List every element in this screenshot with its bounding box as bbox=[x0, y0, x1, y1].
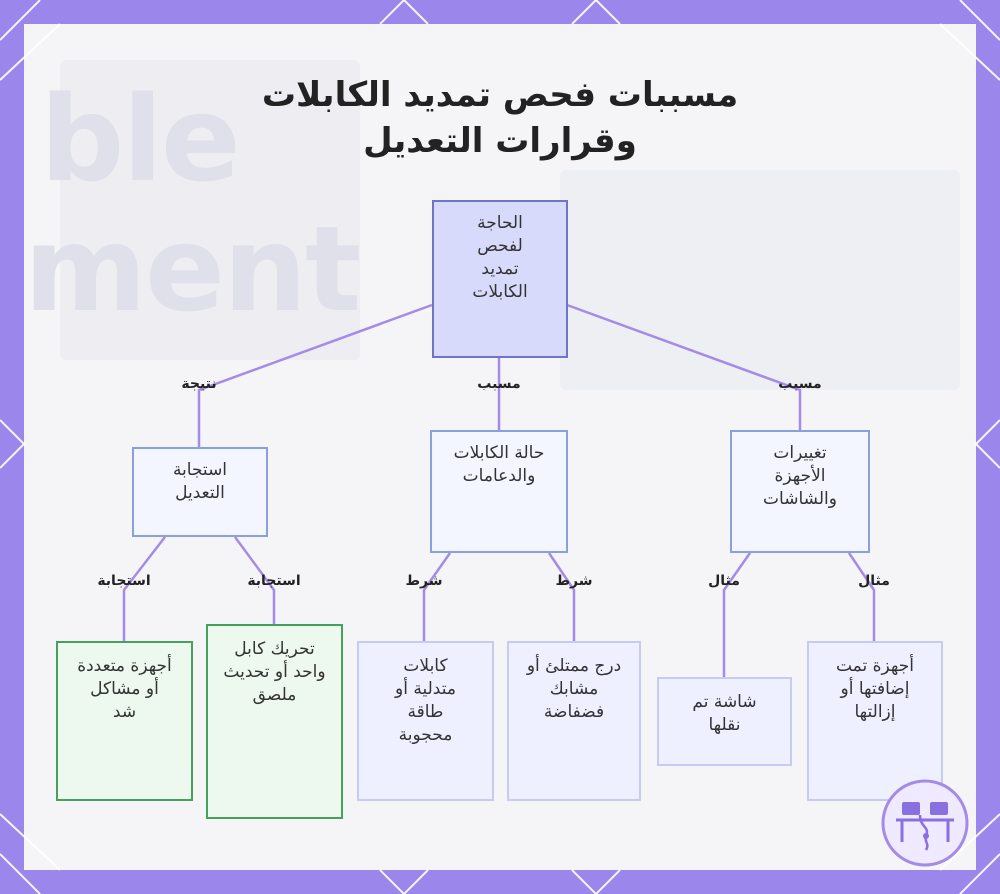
node-changes-label: تغييرات الأجهزة والشاشات bbox=[752, 442, 848, 511]
node-multi-devices-label: أجهزة متعددة أو مشاكل شد bbox=[76, 655, 173, 724]
edge-label-example: مثال bbox=[858, 573, 890, 589]
node-dangling-label: كابلات متدلية أو طاقة محجوبة bbox=[381, 655, 470, 747]
connector-root-changes bbox=[567, 305, 800, 430]
node-move-cable-label: تحريك كابل واحد أو تحديث ملصق bbox=[222, 638, 327, 707]
node-multiple-devices: أجهزة متعددة أو مشاكل شد bbox=[56, 641, 193, 801]
connector-condition-dangling bbox=[424, 553, 450, 641]
edge-label-cause: مسبب bbox=[778, 376, 821, 392]
node-screen-moved: شاشة تم نقلها bbox=[657, 677, 792, 766]
edge-label-response: استجابة bbox=[97, 573, 150, 589]
node-condition-label: حالة الكابلات والدعامات bbox=[452, 442, 546, 488]
node-devices-added-label: أجهزة تمت إضافتها أو إزالتها bbox=[827, 655, 923, 724]
connector-condition-drawer bbox=[549, 553, 574, 641]
connector-response-multi bbox=[124, 537, 165, 641]
node-devices-added: أجهزة تمت إضافتها أو إزالتها bbox=[807, 641, 943, 801]
node-root-need-cable-check: الحاجة لفحص تمديد الكابلات bbox=[432, 200, 568, 358]
edge-label-result: نتيجة bbox=[181, 376, 216, 392]
node-root-label: الحاجة لفحص تمديد الكابلات bbox=[456, 212, 544, 304]
node-move-single-cable: تحريك كابل واحد أو تحديث ملصق bbox=[206, 624, 343, 819]
connector-changes-devices bbox=[849, 553, 874, 641]
node-response-label: استجابة التعديل bbox=[152, 459, 248, 505]
node-dangling-cables: كابلات متدلية أو طاقة محجوبة bbox=[357, 641, 494, 801]
node-cable-condition: حالة الكابلات والدعامات bbox=[430, 430, 568, 553]
node-screen-moved-label: شاشة تم نقلها bbox=[687, 691, 762, 737]
connector-root-response bbox=[199, 305, 432, 447]
edge-label-response: استجابة bbox=[247, 573, 300, 589]
node-full-drawer: درج ممتلئ أو مشابك فضفاضة bbox=[507, 641, 641, 801]
edge-label-cause: مسبب bbox=[477, 376, 520, 392]
node-drawer-label: درج ممتلئ أو مشابك فضفاضة bbox=[525, 655, 623, 724]
node-device-changes: تغييرات الأجهزة والشاشات bbox=[730, 430, 870, 553]
edge-label-condition: شرط bbox=[555, 573, 592, 589]
edge-label-condition: شرط bbox=[405, 573, 442, 589]
node-adjustment-response: استجابة التعديل bbox=[132, 447, 268, 537]
workstation-logo-icon bbox=[880, 778, 970, 868]
connector-changes-screen bbox=[724, 553, 750, 677]
edge-label-example: مثال bbox=[708, 573, 740, 589]
